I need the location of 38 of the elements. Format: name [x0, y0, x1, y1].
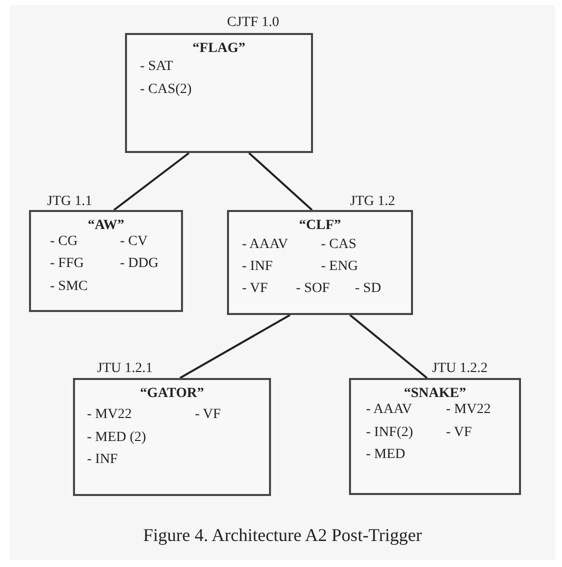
unit-name: “FLAG” [192, 41, 246, 57]
member-item: - INF [87, 452, 118, 468]
unit-name: “SNAKE” [402, 386, 468, 402]
member-item: - VF [242, 281, 268, 297]
member-item: - SOF [296, 281, 330, 297]
unit-label: CJTF 1.0 [227, 15, 280, 31]
member-item: - MED (2) [87, 430, 146, 446]
member-item: - CV [120, 234, 148, 250]
member-item: - CG [50, 234, 78, 250]
member-item: - MV22 [446, 402, 491, 418]
unit-name: “GATOR” [138, 386, 206, 402]
member-item: - SMC [50, 279, 88, 295]
connector-line [113, 152, 190, 211]
connector-line [248, 152, 313, 211]
member-item: - INF [242, 259, 273, 275]
member-item: - SAT [140, 59, 174, 75]
member-item: - FFG [50, 256, 84, 272]
unit-label: JTG 1.2 [350, 194, 396, 210]
member-item: - AAAV [242, 237, 288, 253]
figure-caption: Figure 4. Architecture A2 Post-Trigger [142, 525, 423, 546]
unit-label: JTU 1.2.1 [97, 361, 153, 377]
member-item: - VF [446, 425, 472, 441]
unit-name: “AW” [86, 218, 126, 234]
unit-label: JTU 1.2.2 [432, 361, 488, 377]
member-item: - MED [366, 447, 406, 463]
unit-name: “CLF” [298, 218, 342, 234]
member-item: - VF [195, 407, 221, 423]
connector-line [349, 314, 428, 379]
unit-label: JTG 1.1 [47, 194, 92, 210]
member-item: - ENG [321, 259, 358, 275]
member-item: - INF(2) [366, 425, 414, 441]
member-item: - MV22 [87, 407, 132, 423]
member-item: - DDG [120, 256, 158, 272]
member-item: - CAS [321, 237, 356, 253]
member-item: - CAS(2) [140, 82, 192, 98]
member-item: - SD [355, 281, 382, 297]
connector-line [180, 314, 290, 379]
member-item: - AAAV [366, 402, 412, 418]
